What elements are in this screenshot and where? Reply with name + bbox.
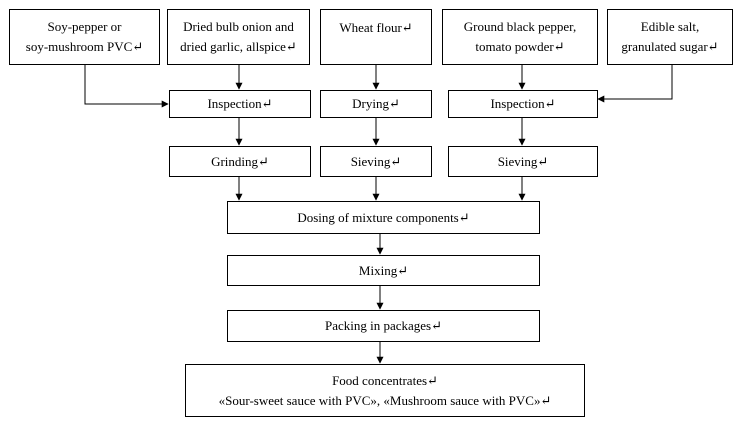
- output-line2: «Sour-sweet sauce with PVC», «Mushroom s…: [218, 392, 552, 408]
- arrow-soy-to-inspection: [84, 65, 169, 108]
- step-sieving-right-label: Sieving↵: [497, 153, 549, 169]
- step-drying-label: Drying↵: [352, 96, 400, 111]
- step-packing-label: Packing in packages↵: [324, 318, 443, 333]
- input-wheat-flour: Wheat flour↵: [320, 9, 432, 65]
- arrow-salt-to-inspection: [597, 65, 673, 103]
- input-pepper-tomato-line2: tomato powder↵: [475, 39, 565, 54]
- input-soy-pvc: Soy-pepper or soy-mushroom PVC↵: [9, 9, 160, 65]
- step-grinding: Grinding↵: [169, 146, 311, 177]
- input-salt-sugar-line1: Edible salt,: [640, 19, 700, 34]
- step-inspection-left-label: Inspection↵: [207, 96, 273, 111]
- step-sieving-right: Sieving↵: [448, 146, 598, 177]
- step-sieving-middle-label: Sieving↵: [350, 153, 402, 169]
- input-soy-pvc-line1: Soy-pepper or: [47, 19, 122, 34]
- step-sieving-middle: Sieving↵: [320, 146, 432, 177]
- step-dosing-label: Dosing of mixture components↵: [297, 209, 470, 225]
- output-line1: Food concentrates↵: [332, 372, 438, 388]
- input-onion-garlic-line1: Dried bulb onion and: [183, 19, 294, 34]
- input-pepper-tomato: Ground black pepper, tomato powder↵: [442, 9, 598, 65]
- step-packing: Packing in packages↵: [227, 310, 540, 342]
- input-salt-sugar: Edible salt, granulated sugar↵: [607, 9, 733, 65]
- input-soy-pvc-line2: soy-mushroom PVC↵: [25, 39, 144, 54]
- input-onion-garlic: Dried bulb onion and dried garlic, allsp…: [167, 9, 310, 65]
- step-inspection-right-label: Inspection↵: [490, 96, 556, 111]
- step-grinding-label: Grinding↵: [211, 153, 269, 169]
- step-inspection-right: Inspection↵: [448, 90, 598, 118]
- input-salt-sugar-line2: granulated sugar↵: [621, 39, 719, 54]
- input-wheat-flour-line1: Wheat flour↵: [339, 20, 413, 35]
- step-dosing: Dosing of mixture components↵: [227, 201, 540, 234]
- input-pepper-tomato-line1: Ground black pepper,: [463, 19, 577, 34]
- step-drying: Drying↵: [320, 90, 432, 118]
- step-mixing-label: Mixing↵: [358, 262, 409, 278]
- output-food-concentrates: Food concentrates↵ «Sour-sweet sauce wit…: [185, 364, 585, 417]
- input-onion-garlic-line2: dried garlic, allspice↵: [180, 39, 297, 54]
- step-mixing: Mixing↵: [227, 255, 540, 286]
- step-inspection-left: Inspection↵: [169, 90, 311, 118]
